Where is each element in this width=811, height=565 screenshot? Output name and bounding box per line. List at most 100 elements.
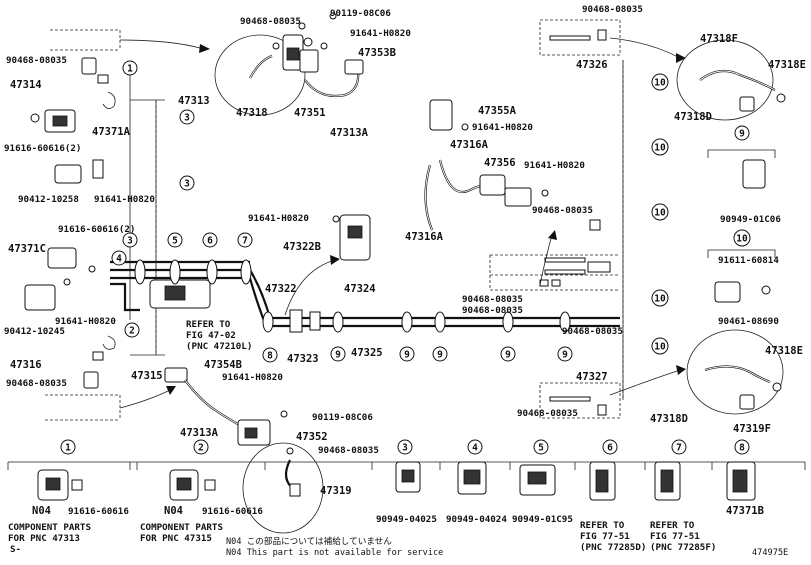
legend-callout-1: 1	[60, 439, 76, 455]
label-47316a-bot: 47316A	[405, 231, 444, 243]
label-90412-10258: 90412-10258	[18, 194, 79, 205]
label-91641-h0820-mid: 91641-H0820	[248, 213, 309, 224]
footer-note-jp: N04 この部品については補給していません	[226, 535, 392, 547]
callout-number: 8	[267, 351, 273, 362]
inset-ellipse-right-bottom	[686, 329, 784, 415]
callout-5: 5	[167, 232, 183, 248]
label-91641-h0820-l2: 91641-H0820	[55, 316, 116, 327]
callout-number: 9	[739, 129, 745, 140]
callout-number: 10	[654, 208, 666, 219]
hose-47316a-assembly	[424, 99, 549, 231]
legend-part-shapes	[37, 461, 756, 501]
legend-n04-2: N04	[164, 505, 183, 517]
callout-number: 2	[129, 326, 135, 337]
inset-ellipse-top	[214, 34, 306, 116]
label-47356: 47356	[484, 157, 516, 169]
callout-number: 1	[127, 64, 133, 75]
callout-8-a: 8	[262, 347, 278, 363]
callout-number: 9	[404, 350, 410, 361]
label-91616-60616-2a: 91616-60616(2)	[4, 143, 81, 154]
callout-2-a: 2	[124, 322, 140, 338]
callout-number: 7	[242, 236, 248, 247]
center-tube-bundle	[110, 260, 620, 333]
callout-10-d: 10	[651, 289, 669, 307]
legend-c6-ref-line2: FIG 77-51	[580, 531, 630, 542]
callout-number: 9	[562, 350, 568, 361]
legend-c4-part: 90949-04024	[446, 514, 507, 525]
label-91641-h0820-top: 91641-H0820	[350, 28, 411, 39]
label-47352: 47352	[296, 431, 328, 443]
legend-callout-6: 6	[602, 439, 618, 455]
callout-number: 5	[538, 443, 544, 454]
refer-47-02-line3: (PNC 47210L)	[186, 341, 252, 352]
legend-c1-comp-line2: FOR PNC 47313	[8, 533, 80, 544]
part-labels: 90119-08C06 90468-08035 91641-H0820 4735…	[4, 4, 806, 497]
callout-number: 7	[676, 443, 682, 454]
callout-3-a: 3	[179, 109, 195, 125]
label-47318: 47318	[236, 107, 268, 119]
label-47318e-bot: 47318E	[765, 345, 803, 357]
legend-callout-5: 5	[533, 439, 549, 455]
legend-callout-8: 8	[734, 439, 750, 455]
label-47313a-bot: 47313A	[180, 427, 219, 439]
label-47355a: 47355A	[478, 105, 517, 117]
callout-number: 3	[127, 236, 133, 247]
label-90468-08035-r4: 90468-08035	[562, 326, 623, 337]
footer-note-en: N04 This part is not available for servi…	[226, 548, 443, 558]
right-hoses	[699, 69, 786, 410]
legend-c6-ref-line1: REFER TO	[580, 520, 625, 531]
callout-10-a: 10	[651, 73, 669, 91]
label-90468-08035-left: 90468-08035	[6, 55, 67, 66]
label-47316: 47316	[10, 359, 42, 371]
label-90468-08035-l3: 90468-08035	[6, 378, 67, 389]
label-91641-h0820-r1: 91641-H0820	[472, 122, 533, 133]
bottom-left-inset-arrow	[45, 386, 176, 421]
label-91641-h0820-b: 91641-H0820	[222, 372, 283, 383]
legend-c2-part: 91616-60616	[202, 506, 263, 517]
callout-4: 4	[111, 250, 127, 266]
label-47351: 47351	[294, 107, 326, 119]
legend-callout-7: 7	[671, 439, 687, 455]
label-47353b: 47353B	[358, 47, 396, 59]
label-90468-08035-br: 90468-08035	[517, 408, 578, 419]
label-47326: 47326	[576, 59, 608, 71]
label-47327: 47327	[576, 371, 608, 383]
callout-9-d: 9	[500, 346, 516, 362]
callout-10-c: 10	[651, 203, 669, 221]
inset-ellipse-right-top	[676, 39, 774, 121]
legend-c2-comp-line2: FOR PNC 47315	[140, 533, 212, 544]
callout-number: 9	[437, 350, 443, 361]
legend-labels: N04 91616-60616 COMPONENT PARTS FOR PNC …	[8, 505, 764, 553]
label-47315: 47315	[131, 370, 163, 382]
label-47354b: 47354B	[204, 359, 242, 371]
callout-number: 6	[607, 443, 613, 454]
callout-number: 10	[736, 234, 748, 245]
right-frame-lines	[539, 19, 686, 419]
label-47318d-top: 47318D	[674, 111, 712, 123]
callout-10-e: 10	[651, 337, 669, 355]
label-47314: 47314	[10, 79, 42, 91]
footer: S- N04 この部品については補給していません N04 This part i…	[10, 535, 788, 558]
label-47318d-bot: 47318D	[650, 413, 688, 425]
callout-number: 8	[739, 443, 745, 454]
hose-47318-assembly	[249, 12, 364, 98]
footer-fig-id: 474975E	[752, 548, 788, 558]
callout-number: 4	[472, 443, 478, 454]
label-91641-h0820-r2: 91641-H0820	[524, 160, 585, 171]
callout-10-b: 10	[651, 138, 669, 156]
label-90468-08035-b: 90468-08035	[318, 445, 379, 456]
legend-c7-ref-line2: FIG 77-51	[650, 531, 700, 542]
legend-c7-ref-line3: (PNC 77285F)	[650, 542, 716, 553]
legend-callout-3: 3	[397, 439, 413, 455]
label-90468-08035-r3: 90468-08035	[462, 305, 523, 316]
label-47318e-top: 47318E	[768, 59, 806, 71]
footer-s-mark: S-	[10, 544, 21, 555]
callout-6: 6	[202, 232, 218, 248]
label-47323: 47323	[287, 353, 319, 365]
label-90119-08c06-bot: 90119-08C06	[312, 412, 373, 423]
label-91611-60814: 91611-60814	[718, 255, 779, 266]
callout-circles: 1 3 3 3 4 5 6 7 2 8 9 9 9 9 9 10 10 10 1…	[60, 60, 751, 455]
left-frame-lines	[129, 75, 165, 356]
